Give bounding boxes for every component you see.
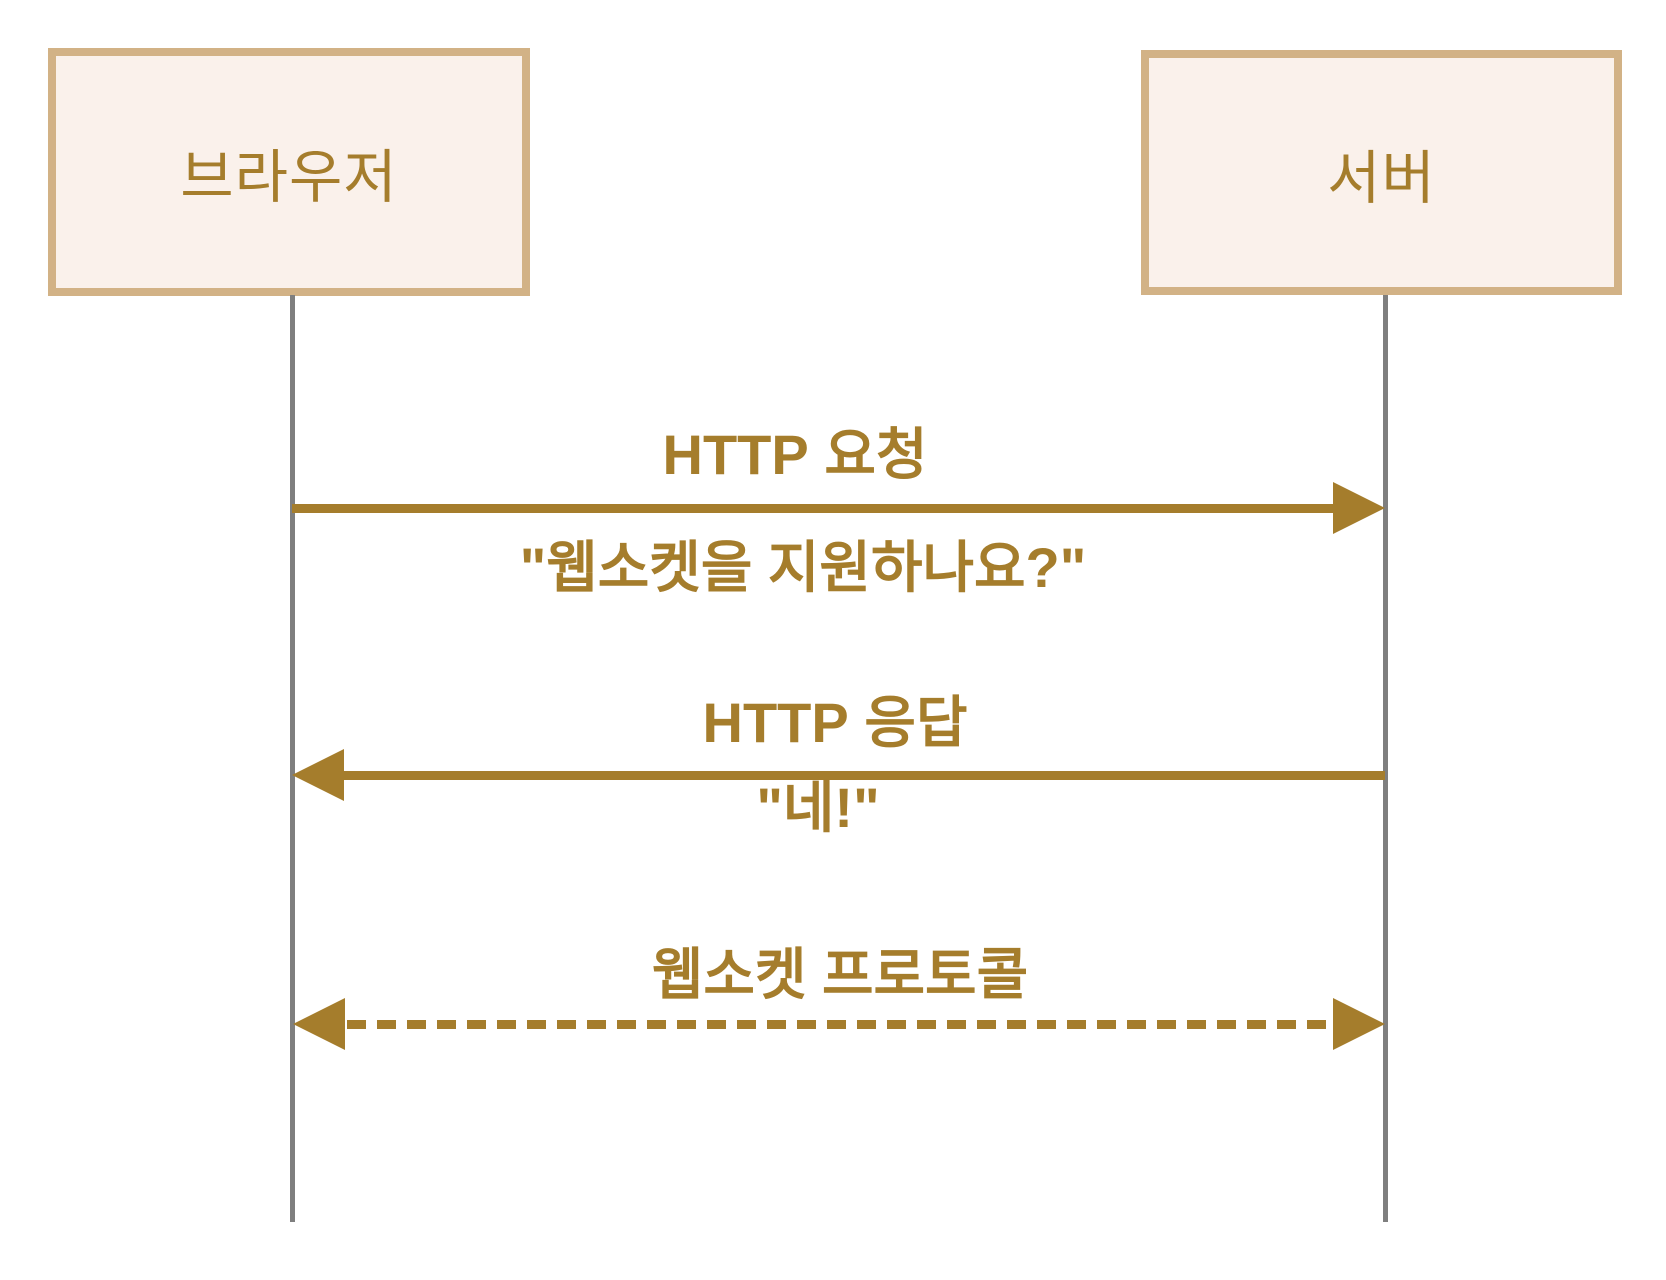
message-2-line: [340, 771, 1385, 780]
actor-server-label: 서버: [1327, 145, 1436, 211]
message-2-keyword: HTTP: [702, 691, 849, 755]
actor-box-browser: 브라우저: [48, 48, 530, 296]
message-3-dashed-line: [347, 1020, 1333, 1029]
message-1-text: 요청: [824, 423, 928, 487]
message-1-keyword: HTTP: [662, 423, 809, 487]
message-1-note: "웹소켓을 지원하나요?": [519, 536, 1087, 600]
lifeline-server: [1383, 295, 1388, 1222]
actor-browser-label: 브라우저: [180, 145, 398, 210]
message-2-note: "네!": [756, 776, 880, 840]
message-1-line: [292, 504, 1337, 513]
arrowhead-left-icon: [293, 998, 345, 1050]
arrowhead-left-icon: [292, 749, 344, 801]
arrowhead-right-icon: [1333, 998, 1385, 1050]
message-3-label: 웹소켓 프로토콜: [652, 944, 1028, 1006]
message-3-text: 웹소켓 프로토콜: [651, 943, 1029, 1007]
message-2-text: 응답: [864, 691, 968, 755]
arrowhead-right-icon: [1333, 482, 1385, 534]
actor-box-server: 서버: [1141, 50, 1622, 295]
